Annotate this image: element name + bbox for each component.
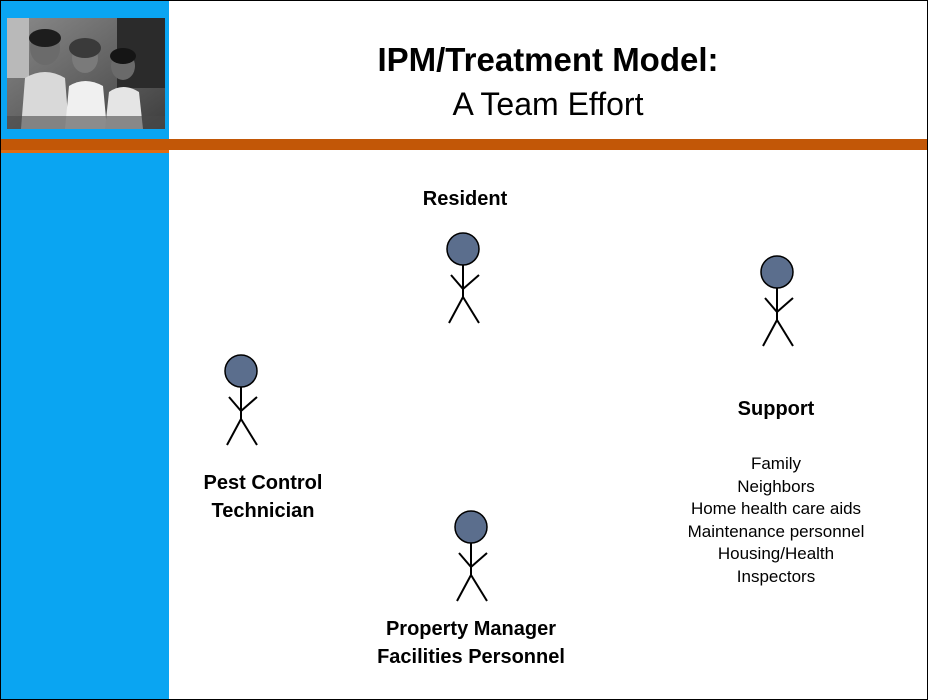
list-item: Home health care aids <box>690 499 862 518</box>
support-list: Family Neighbors Home health care aids M… <box>651 453 901 588</box>
stick-figure-icon <box>760 255 794 347</box>
children-photo <box>7 18 165 129</box>
property-manager-label-line1: Property Manager <box>385 618 557 640</box>
list-item: Neighbors <box>737 476 815 496</box>
stick-figure-icon <box>454 510 488 602</box>
pest-control-label-line2: Technician <box>211 500 315 522</box>
pest-control-label: Pest Control Technician <box>163 469 363 525</box>
resident-label: Resident <box>422 188 508 210</box>
slide-subtitle: A Team Effort <box>452 86 644 122</box>
sidebar-accent-line <box>1 150 169 153</box>
support-label: Support <box>737 398 815 420</box>
stick-figure-icon <box>446 232 480 324</box>
title-divider <box>1 139 927 150</box>
property-manager-label: Property Manager Facilities Personnel <box>341 615 601 671</box>
list-item: Housing/Health <box>717 544 835 563</box>
list-item: Inspectors <box>736 566 816 586</box>
list-item: Family <box>750 454 802 473</box>
property-manager-label-line2: Facilities Personnel <box>377 646 565 668</box>
pest-control-label-line1: Pest Control <box>203 472 323 494</box>
list-item: Maintenance personnel <box>687 521 865 541</box>
slide-title: IPM/Treatment Model: <box>377 41 719 78</box>
stick-figure-icon <box>224 354 258 446</box>
